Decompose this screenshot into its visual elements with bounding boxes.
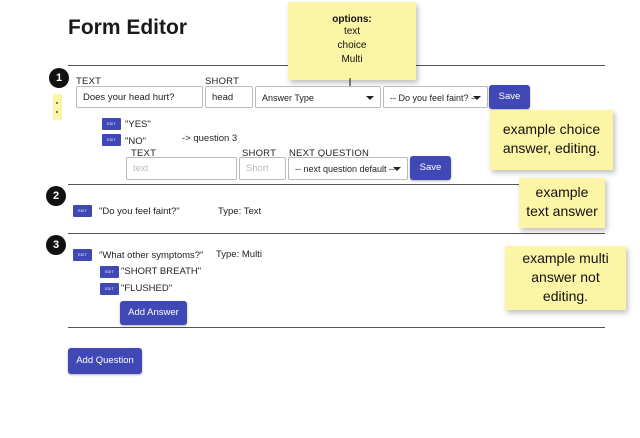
short-field-label: SHORT <box>242 148 277 159</box>
question-label: "What other symptoms?" <box>99 250 204 261</box>
sticky-note-options: options: text choice Multi <box>288 2 416 80</box>
answer-text-input[interactable]: text <box>126 157 237 180</box>
divider <box>68 327 605 328</box>
chevron-down-icon <box>366 96 374 100</box>
question-short-input[interactable]: head <box>205 86 253 108</box>
question-type-label: Type: Multi <box>216 249 262 260</box>
save-answer-button[interactable]: Save <box>410 156 451 180</box>
edit-question-button[interactable]: EDIT <box>73 205 92 217</box>
text-field-label: TEXT <box>131 148 157 159</box>
edit-answer-button[interactable]: EDIT <box>100 283 119 295</box>
sticky-options-line: Multi <box>341 54 363 65</box>
answer-label: "FLUSHED" <box>121 283 173 294</box>
sticky-note-choice: example choice answer, editing. <box>490 110 613 170</box>
text-field-label: TEXT <box>76 76 102 87</box>
divider <box>68 184 605 185</box>
question-number-badge: 1 <box>49 68 69 88</box>
sticky-options-heading: options: <box>332 14 372 25</box>
edit-answer-button[interactable]: EDIT <box>100 266 119 278</box>
next-question-select-value: -- Do you feel faint? -- <box>390 93 478 103</box>
question-text-input[interactable]: Does your head hurt? <box>76 86 203 108</box>
question-type-label: Type: Text <box>218 206 262 217</box>
answer-type-select-value: Answer Type <box>262 93 314 103</box>
chevron-down-icon <box>473 96 481 100</box>
answer-next-question-select-value: -- next question default -- <box>295 164 396 174</box>
sticky-options-line: text <box>343 26 361 37</box>
question-number-badge: 2 <box>46 186 66 206</box>
answer-label: "NO" <box>125 136 146 147</box>
chevron-down-icon <box>393 167 401 171</box>
drag-handle[interactable] <box>53 94 62 120</box>
next-question-label: NEXT QUESTION <box>289 148 370 159</box>
answer-label: "SHORT BREATH" <box>121 266 202 277</box>
sticky-options-line: choice <box>337 40 367 51</box>
short-field-label: SHORT <box>205 76 240 87</box>
page-title: Form Editor <box>68 16 187 39</box>
answer-short-input[interactable]: Short <box>239 157 286 180</box>
add-answer-button[interactable]: Add Answer <box>120 301 187 325</box>
edit-answer-button[interactable]: EDIT <box>102 134 121 146</box>
answer-type-select[interactable]: Answer Type <box>255 86 381 108</box>
add-question-button[interactable]: Add Question <box>68 348 142 374</box>
edit-answer-button[interactable]: EDIT <box>102 118 121 130</box>
answer-next-question-select[interactable]: -- next question default -- <box>288 157 408 180</box>
answer-label: "YES" <box>125 119 151 130</box>
sticky-note-text: example text answer <box>519 178 605 228</box>
edit-question-button[interactable]: EDIT <box>73 249 92 261</box>
sticky-note-multi: example multi answer not editing. <box>505 246 626 310</box>
question-label: "Do you feel faint?" <box>99 206 180 217</box>
save-button[interactable]: Save <box>489 85 530 109</box>
next-question-select[interactable]: -- Do you feel faint? -- <box>383 86 488 108</box>
divider <box>68 233 605 234</box>
answer-goto-label: -> question 3 <box>182 133 238 144</box>
question-number-badge: 3 <box>46 235 66 255</box>
